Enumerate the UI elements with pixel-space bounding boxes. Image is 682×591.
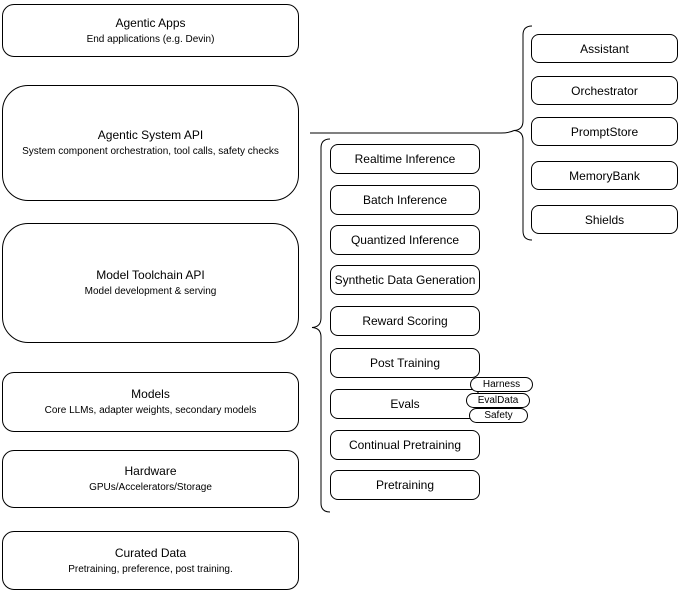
connector-system-api-to-brace xyxy=(310,130,515,134)
node-reward-scoring: Reward Scoring xyxy=(330,306,480,336)
node-assistant: Assistant xyxy=(531,34,678,63)
box-subtitle: Model development & serving xyxy=(84,286,217,297)
node-shields: Shields xyxy=(531,205,678,234)
box-title: Agentic System API xyxy=(97,128,204,142)
box-title: Hardware xyxy=(124,464,177,478)
node-synthetic-data-generation: Synthetic Data Generation xyxy=(330,265,480,295)
box-model-toolchain-api: Model Toolchain API Model development & … xyxy=(2,223,299,343)
box-title: Curated Data xyxy=(114,545,187,560)
box-agentic-apps: Agentic Apps End applications (e.g. Devi… xyxy=(2,4,299,57)
node-quantized-inference: Quantized Inference xyxy=(330,225,480,255)
tag-safety: Safety xyxy=(469,408,528,423)
brace-toolchain-group xyxy=(311,138,331,513)
node-realtime-inference: Realtime Inference xyxy=(330,144,480,174)
tag-evaldata: EvalData xyxy=(466,393,530,408)
box-subtitle: System component orchestration, tool cal… xyxy=(22,146,279,157)
node-batch-inference: Batch Inference xyxy=(330,185,480,215)
box-subtitle: GPUs/Accelerators/Storage xyxy=(89,482,212,493)
node-promptstore: PromptStore xyxy=(531,117,678,146)
node-continual-pretraining: Continual Pretraining xyxy=(330,430,480,460)
node-pretraining: Pretraining xyxy=(330,470,480,500)
box-agentic-system-api: Agentic System API System component orch… xyxy=(2,85,299,201)
box-subtitle: Core LLMs, adapter weights, secondary mo… xyxy=(44,405,257,416)
box-title: Model Toolchain API xyxy=(96,268,205,282)
box-subtitle: End applications (e.g. Devin) xyxy=(86,33,215,45)
box-curated-data: Curated Data Pretraining, preference, po… xyxy=(2,531,299,590)
node-evals: Evals xyxy=(330,389,480,419)
node-post-training: Post Training xyxy=(330,348,480,378)
box-models: Models Core LLMs, adapter weights, secon… xyxy=(2,372,299,432)
box-title: Models xyxy=(131,387,170,401)
node-orchestrator: Orchestrator xyxy=(531,76,678,105)
box-title: Agentic Apps xyxy=(115,15,186,30)
brace-system-group xyxy=(513,25,533,241)
box-hardware: Hardware GPUs/Accelerators/Storage xyxy=(2,450,299,508)
box-subtitle: Pretraining, preference, post training. xyxy=(68,563,233,575)
tag-harness: Harness xyxy=(470,377,533,392)
node-memorybank: MemoryBank xyxy=(531,161,678,190)
